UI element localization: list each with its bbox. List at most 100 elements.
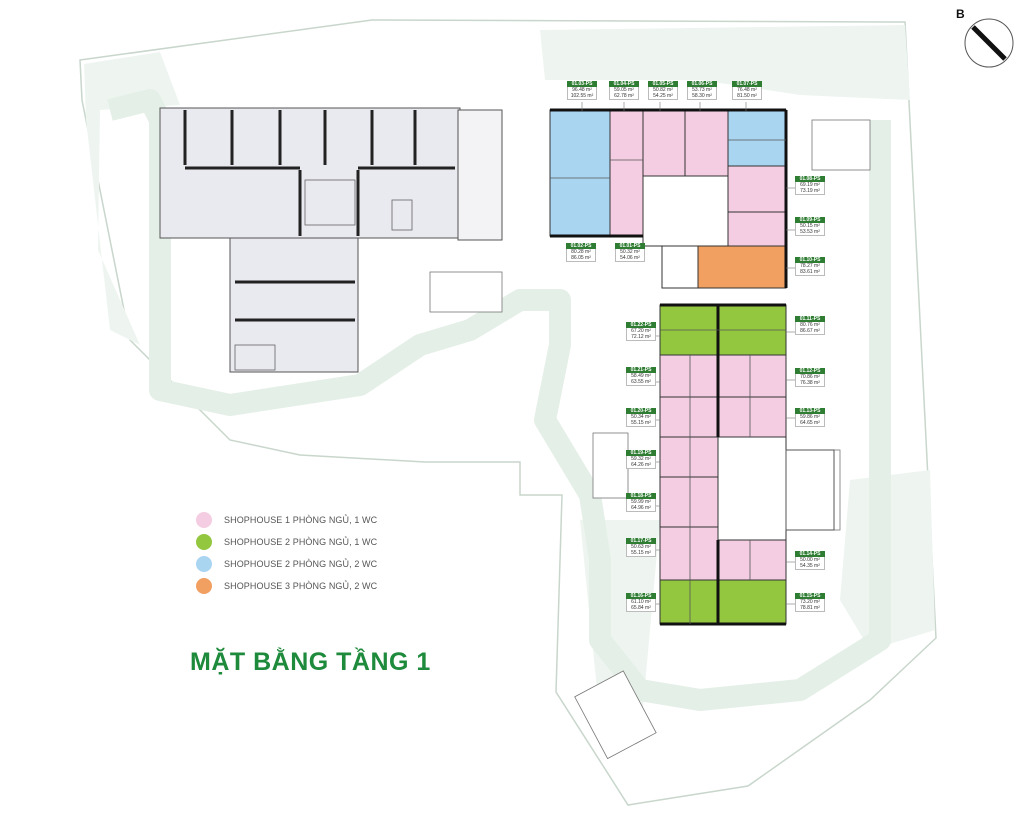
unit-code: 01.18-PS — [626, 493, 656, 499]
unit-label: 01.01-PS 50.32 m² 54.06 m² — [615, 243, 645, 262]
unit-0117 — [659, 526, 719, 581]
unit-area: 64.96 m² — [626, 505, 656, 512]
unit-area: 59.99 m² — [626, 499, 656, 505]
unit-label: 01.04-PS 59.05 m² 62.78 m² — [609, 81, 639, 100]
unit-0108 — [727, 165, 787, 213]
unit-code: 01.05-PS — [648, 81, 678, 87]
unit-label: 01.08-PS 69.19 m² 73.19 m² — [795, 176, 825, 195]
compass-letter: B — [956, 7, 965, 21]
unit-0114 — [717, 539, 787, 581]
unit-area: 54.25 m² — [648, 93, 678, 100]
unit-0113 — [717, 396, 787, 438]
landscape-area — [84, 52, 180, 345]
unit-code: 01.16-PS — [626, 593, 656, 599]
unit-label: 01.20-PS 50.34 m² 55.15 m² — [626, 408, 656, 427]
legend-label: SHOPHOUSE 1 PHÒNG NGỦ, 1 WC — [224, 515, 378, 525]
unit-0120 — [659, 396, 719, 438]
unit-area: 61.10 m² — [626, 599, 656, 605]
unit-0116 — [659, 579, 719, 625]
unit-label: 01.03-PS 96.48 m² 102.55 m² — [567, 81, 597, 100]
unit-label: 01.11-PS 80.76 m² 86.67 m² — [795, 316, 825, 335]
unit-area: 86.05 m² — [566, 255, 596, 262]
legend-swatch — [196, 578, 212, 594]
unit-label: 01.21-PS 58.49 m² 63.55 m² — [626, 367, 656, 386]
unit-area: 73.19 m² — [795, 188, 825, 195]
unit-0118 — [659, 476, 719, 528]
unit-area: 69.19 m² — [795, 182, 825, 188]
legend: SHOPHOUSE 1 PHÒNG NGỦ, 1 WC SHOPHOUSE 2 … — [196, 512, 416, 600]
unit-label: 01.10-PS 78.27 m² 83.61 m² — [795, 257, 825, 276]
lobby-core — [642, 175, 729, 247]
unit-area: 54.35 m² — [795, 563, 825, 570]
unit-area: 86.67 m² — [795, 328, 825, 335]
unit-area: 78.81 m² — [795, 605, 825, 612]
unit-area: 81.50 m² — [732, 93, 762, 100]
unit-code: 01.20-PS — [626, 408, 656, 414]
unit-area: 70.86 m² — [795, 374, 825, 380]
unit-code: 01.11-PS — [795, 316, 825, 322]
unit-area: 65.84 m² — [626, 605, 656, 612]
unit-area: 78.27 m² — [795, 263, 825, 269]
unit-code: 01.01-PS — [615, 243, 645, 249]
unit-area: 59.86 m² — [795, 414, 825, 420]
unit-area: 53.73 m² — [687, 87, 717, 93]
unit-label: 01.22-PS 67.20 m² 72.12 m² — [626, 322, 656, 341]
walkway-path — [107, 89, 891, 711]
unit-area: 76.48 m² — [732, 87, 762, 93]
legend-item: SHOPHOUSE 3 PHÒNG NGỦ, 2 WC — [196, 578, 416, 600]
unit-label: 01.17-PS 50.63 m² 55.15 m² — [626, 538, 656, 557]
unit-0112 — [717, 354, 787, 398]
unit-area: 64.26 m² — [626, 462, 656, 469]
unit-area: 80.28 m² — [566, 249, 596, 255]
unit-0105 — [642, 109, 686, 177]
unit-label: 01.16-PS 61.10 m² 65.84 m² — [626, 593, 656, 612]
interior-walls — [183, 110, 455, 322]
unit-area: 72.12 m² — [626, 334, 656, 341]
unit-area: 80.76 m² — [795, 322, 825, 328]
unit-code: 01.10-PS — [795, 257, 825, 263]
unit-0110 — [697, 245, 787, 289]
unit-area: 63.55 m² — [626, 379, 656, 386]
unit-area: 50.15 m² — [795, 223, 825, 229]
unit-area: 58.49 m² — [626, 373, 656, 379]
legend-swatch — [196, 512, 212, 528]
unit-label: 01.14-PS 50.00 m² 54.35 m² — [795, 551, 825, 570]
unit-code: 01.15-PS — [795, 593, 825, 599]
unit-area: 62.78 m² — [609, 93, 639, 100]
unit-code: 01.22-PS — [626, 322, 656, 328]
unit-label: 01.02-PS 80.28 m² 86.05 m² — [566, 243, 596, 262]
unit-code: 01.04-PS — [609, 81, 639, 87]
unit-area: 53.53 m² — [795, 229, 825, 236]
north-arrow-icon — [964, 18, 1014, 68]
unit-area: 83.61 m² — [795, 269, 825, 276]
unit-label: 01.18-PS 59.99 m² 64.96 m² — [626, 493, 656, 512]
unit-area: 50.34 m² — [626, 414, 656, 420]
unit-0119 — [659, 436, 719, 478]
unit-code: 01.06-PS — [687, 81, 717, 87]
unit-area: 58.30 m² — [687, 93, 717, 100]
interior-walls — [550, 139, 786, 624]
unit-label: 01.06-PS 53.73 m² 58.30 m² — [687, 81, 717, 100]
unit-area: 50.32 m² — [615, 249, 645, 255]
legend-item: SHOPHOUSE 2 PHÒNG NGỦ, 1 WC — [196, 534, 416, 556]
elevator-core — [717, 436, 787, 541]
unit-code: 01.19-PS — [626, 450, 656, 456]
unit-code: 01.21-PS — [626, 367, 656, 373]
unit-label: 01.09-PS 50.15 m² 53.53 m² — [795, 217, 825, 236]
legend-label: SHOPHOUSE 3 PHÒNG NGỦ, 2 WC — [224, 581, 378, 591]
lobby-entry — [661, 245, 699, 289]
unit-0104 — [609, 109, 644, 237]
unit-0106 — [684, 109, 729, 177]
unit-area: 96.48 m² — [567, 87, 597, 93]
unit-0115 — [717, 579, 787, 625]
unit-area: 50.63 m² — [626, 544, 656, 550]
unit-label: 01.19-PS 59.32 m² 64.26 m² — [626, 450, 656, 469]
unit-code: 01.09-PS — [795, 217, 825, 223]
legend-label: SHOPHOUSE 2 PHÒNG NGỦ, 1 WC — [224, 537, 378, 547]
unit-code: 01.02-PS — [566, 243, 596, 249]
unit-label: 01.05-PS 50.82 m² 54.25 m² — [648, 81, 678, 100]
unit-0103 — [549, 109, 611, 237]
unit-area: 67.20 m² — [626, 328, 656, 334]
unit-area: 73.20 m² — [795, 599, 825, 605]
